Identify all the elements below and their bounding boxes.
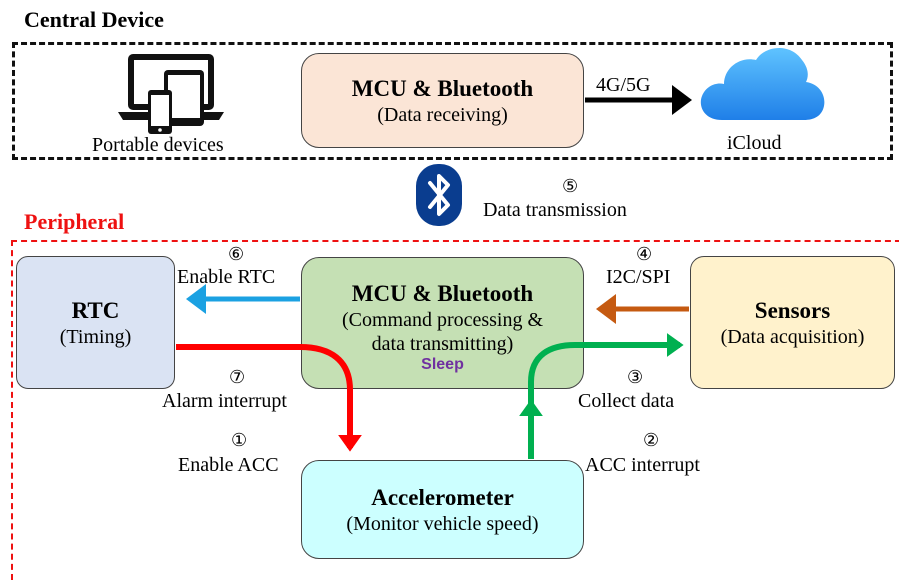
sensors-subtitle: (Data acquisition) xyxy=(720,325,865,348)
step-1-number: ① xyxy=(231,430,248,450)
central-mcu-title: MCU & Bluetooth xyxy=(351,75,534,101)
enable-rtc-label: Enable RTC xyxy=(177,266,276,288)
accelerometer-subtitle: (Monitor vehicle speed) xyxy=(346,512,539,535)
enable-acc-label: Enable ACC xyxy=(178,454,279,476)
sensors-title: Sensors xyxy=(754,297,831,323)
step-6-number: ⑥ xyxy=(228,244,245,264)
central-device-region xyxy=(12,42,893,160)
step-2-number: ② xyxy=(643,430,660,450)
cloud-icon xyxy=(700,47,825,120)
icloud-label: iCloud xyxy=(727,132,782,154)
peripheral-mcu-bluetooth-node: MCU & Bluetooth (Command processing & da… xyxy=(301,257,584,389)
central-mcu-subtitle: (Data receiving) xyxy=(377,103,508,126)
bluetooth-icon xyxy=(416,164,462,226)
i2c-spi-label: I2C/SPI xyxy=(606,266,671,288)
portable-devices-label: Portable devices xyxy=(92,134,224,156)
accelerometer-title: Accelerometer xyxy=(371,484,514,510)
peripheral-region xyxy=(11,240,899,580)
devices-icon xyxy=(118,54,224,134)
rtc-node: RTC (Timing) xyxy=(16,256,175,389)
peripheral-title: Peripheral xyxy=(24,209,125,234)
step-4-number: ④ xyxy=(636,244,653,264)
rtc-subtitle: (Timing) xyxy=(59,325,132,348)
central-device-title: Central Device xyxy=(24,7,164,32)
step-5-number: ⑤ xyxy=(562,176,579,196)
sensors-node: Sensors (Data acquisition) xyxy=(690,256,895,389)
step-7-number: ⑦ xyxy=(229,367,246,387)
peripheral-mcu-subtitle-line1: (Command processing & xyxy=(341,309,544,331)
accelerometer-node: Accelerometer (Monitor vehicle speed) xyxy=(301,460,584,559)
alarm-interrupt-label: Alarm interrupt xyxy=(162,390,287,412)
network-link-label: 4G/5G xyxy=(596,74,651,96)
data-transmission-label: Data transmission xyxy=(483,199,627,221)
arrows-layer xyxy=(176,85,692,459)
central-mcu-bluetooth-node: MCU & Bluetooth (Data receiving) xyxy=(301,53,584,148)
sleep-state-label: Sleep xyxy=(421,356,464,373)
alarm-interrupt-arrow xyxy=(176,344,362,452)
peripheral-mcu-subtitle-line2: data transmitting) xyxy=(371,333,514,355)
rtc-title: RTC xyxy=(71,297,120,323)
step-3-number: ③ xyxy=(627,367,644,387)
acc-interrupt-label: ACC interrupt xyxy=(585,454,700,476)
collect-data-arrow xyxy=(528,333,684,404)
collect-data-label: Collect data xyxy=(578,390,675,412)
peripheral-mcu-title: MCU & Bluetooth xyxy=(351,281,534,306)
